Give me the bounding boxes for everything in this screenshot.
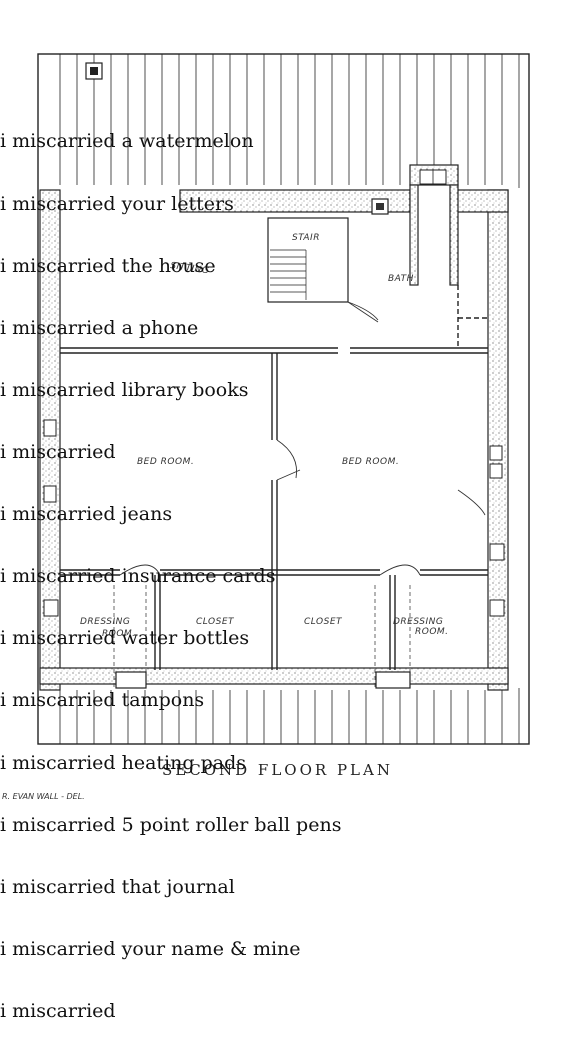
poem-line: i miscarried jeans	[0, 503, 173, 526]
poem-line: i miscarried a phone	[0, 316, 199, 339]
label-stair: STAIR	[292, 233, 320, 243]
dashed-lines	[113, 585, 411, 688]
label-dressing-right-1: DRESSING	[393, 617, 443, 627]
label-closet-left: CLOSET	[196, 617, 235, 627]
poem-line: i miscarried	[0, 440, 116, 463]
label-closet-right: CLOSET	[304, 617, 343, 627]
poem-line: i miscarried the house	[0, 254, 216, 277]
plan-title: SECOND FLOOR PLAN	[162, 761, 393, 779]
plan-credit: R. EVAN WALL - DEL.	[2, 792, 85, 800]
dormer-notches	[115, 671, 411, 689]
label-bedroom-right: BED ROOM.	[342, 457, 399, 467]
roof-vent	[85, 62, 103, 80]
side-windows	[43, 419, 505, 617]
poem-line: i miscarried heating pads	[0, 751, 246, 774]
poem-line: i miscarried your letters	[0, 192, 234, 215]
label-bath: BATH	[388, 274, 414, 284]
door-swings	[119, 301, 486, 576]
poem-line: i miscarried tampons	[0, 689, 205, 712]
poem-overlay: i miscarried a watermelon i miscarried y…	[0, 90, 341, 1042]
interior-walls	[60, 285, 488, 670]
poem-line: i miscarried insurance cards	[0, 565, 276, 588]
poem-line: i miscarried	[0, 999, 116, 1022]
chimney	[371, 198, 389, 215]
floor-area	[40, 185, 510, 690]
label-bedroom-left: BED ROOM.	[137, 457, 194, 467]
floor-plan-drawing: STAIR SITTING BATH BED ROOM. BED ROOM. D…	[2, 53, 530, 800]
poem-line: i miscarried your name & mine	[0, 937, 301, 960]
room-labels: STAIR SITTING BATH BED ROOM. BED ROOM. D…	[80, 233, 449, 639]
stair	[267, 217, 349, 303]
label-dressing-left-1: DRESSING	[80, 617, 130, 627]
poem-line: i miscarried 5 point roller ball pens	[0, 813, 342, 836]
poem-line: i miscarried a watermelon	[0, 130, 254, 153]
poem-line: i miscarried that journal	[0, 875, 235, 898]
roof	[37, 53, 530, 745]
label-dressing-left-2: ROOM.	[102, 629, 136, 639]
label-dressing-right-2: ROOM.	[415, 627, 449, 637]
vent-window	[419, 169, 447, 185]
poem-line: i miscarried library books	[0, 378, 249, 401]
poem-line: i miscarried water bottles	[0, 627, 250, 650]
